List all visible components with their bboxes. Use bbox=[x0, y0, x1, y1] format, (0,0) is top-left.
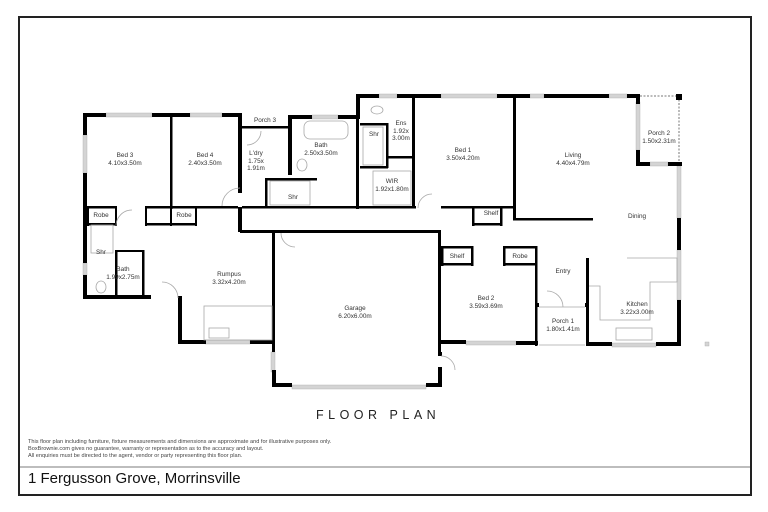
disclaimer-line-3: All enquiries must be directed to the ag… bbox=[28, 453, 243, 459]
page-frame bbox=[18, 16, 752, 496]
room-ens-shower: Shr bbox=[369, 131, 379, 138]
room-shelf-bed2: Shelf bbox=[449, 253, 465, 260]
sink-rumpus bbox=[208, 327, 230, 339]
shower-ens bbox=[362, 126, 384, 166]
porch2-outline bbox=[640, 95, 680, 162]
sink-kitchen bbox=[615, 327, 653, 341]
room-shower-bath2: Shr bbox=[96, 249, 106, 256]
room-robe-bed2: Robe bbox=[512, 253, 528, 260]
disclaimer-line-2: BoxBrownie.com gives no guarantee, warra… bbox=[28, 446, 264, 452]
wir-rails bbox=[372, 170, 412, 206]
room-shower-main: Shr bbox=[288, 194, 298, 201]
fixtures bbox=[90, 105, 678, 371]
toilet-ens bbox=[370, 105, 384, 115]
disclaimer-line-1: This floor plan including furniture, fix… bbox=[28, 439, 332, 445]
shower-bath2 bbox=[90, 224, 114, 254]
bathtub bbox=[303, 120, 349, 140]
room-shelf-bed1: Shelf bbox=[483, 210, 499, 217]
room-porch3: Porch 3 bbox=[253, 117, 277, 124]
footer-divider bbox=[20, 466, 750, 468]
toilet-bath bbox=[296, 158, 308, 172]
toilet-bath2 bbox=[95, 280, 107, 294]
room-robe-bed3: Robe bbox=[93, 212, 109, 219]
shower-main bbox=[269, 180, 311, 206]
plan-title: FLOOR PLAN bbox=[316, 408, 441, 422]
room-dining: Dining bbox=[627, 213, 647, 220]
room-robe-bed4: Robe bbox=[176, 212, 192, 219]
disclaimer: This floor plan including furniture, fix… bbox=[28, 439, 331, 460]
walls bbox=[83, 94, 682, 387]
property-address: 1 Fergusson Grove, Morrinsville bbox=[28, 470, 241, 487]
room-entry: Entry bbox=[555, 268, 571, 275]
